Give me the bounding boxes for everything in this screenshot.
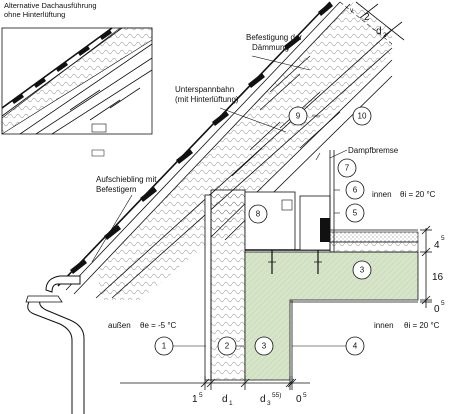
label-theta-out: θe = -5 °C xyxy=(140,321,177,330)
label-unterspannbahn-line1: Unterspannbahn xyxy=(175,85,234,94)
svg-text:3: 3 xyxy=(262,342,267,351)
svg-text:5: 5 xyxy=(353,209,358,218)
dim-0-5-main: 0 xyxy=(296,394,302,405)
dim-0-5-right-sup: 5 xyxy=(441,300,445,307)
dim-16: 16 xyxy=(432,272,444,283)
bubble-1: 1 xyxy=(154,336,174,356)
inset-title-line1: Alternative Dachausführung xyxy=(4,1,97,10)
right-dimension-chain: 4 5 16 0 5 xyxy=(420,225,445,315)
svg-text:2: 2 xyxy=(225,342,230,351)
label-theta-lower: θi = 20 °C xyxy=(404,321,440,330)
roof-assembly xyxy=(57,1,393,300)
bubble-7: 7 xyxy=(337,158,357,178)
svg-text:6: 6 xyxy=(353,186,358,195)
gutter xyxy=(25,275,85,414)
dim-top-v: v xyxy=(350,7,354,14)
dim-4-5-sup: 5 xyxy=(441,235,445,242)
roof-tile-line xyxy=(57,1,331,287)
dim-0-5-right-main: 0 xyxy=(434,304,440,315)
dim-d1-sub: 1 xyxy=(229,400,233,407)
bubble-8: 8 xyxy=(248,204,268,224)
roof-tiles xyxy=(70,2,333,274)
floor-buildup xyxy=(329,229,419,253)
label-theta-upper: θi = 20 °C xyxy=(400,190,436,199)
bubble-9: 9 xyxy=(288,106,308,126)
top-dimension: v 2 d 2 xyxy=(350,1,405,41)
dim-d3-note: 55) xyxy=(272,392,281,399)
inset-detail: Alternative Dachausführung ohne Hinterlü… xyxy=(1,1,153,157)
label-aufschiebling-line2: Befestigern xyxy=(96,185,136,194)
dim-1-5-sup: 5 xyxy=(199,392,203,399)
label-befestigung-line1: Befestigung der xyxy=(246,33,302,42)
bottom-dimension-chain: 1 5 d 1 d 3 55) 0 5 xyxy=(120,376,310,407)
dim-d1-main: d xyxy=(222,394,228,405)
label-dampfbremse: Dampfbremse xyxy=(348,146,399,155)
label-unterspannbahn-line2: (mit Hinterlüftung) xyxy=(175,95,239,104)
bubble-4: 4 xyxy=(345,336,365,356)
dim-top-d2-sub: 2 xyxy=(383,32,387,39)
dim-d3-sub: 3 xyxy=(267,400,271,407)
label-befestigung-line2: Dämmung xyxy=(252,43,289,52)
svg-text:3: 3 xyxy=(360,266,365,275)
inset-roof-layers xyxy=(1,27,153,157)
leader-lines xyxy=(91,55,348,347)
dim-0-5-sup: 5 xyxy=(303,392,307,399)
svg-text:4: 4 xyxy=(353,342,358,351)
bubble-10: 10 xyxy=(352,106,372,126)
svg-text:1: 1 xyxy=(162,342,167,351)
dim-1-5-main: 1 xyxy=(192,394,198,405)
label-aussen: außen xyxy=(108,321,131,330)
inset-title-line2: ohne Hinterlüftung xyxy=(4,10,65,19)
label-aufschiebling-line1: Aufschiebling mit xyxy=(96,175,157,184)
svg-text:8: 8 xyxy=(256,210,261,219)
svg-text:10: 10 xyxy=(358,112,367,121)
bubble-2: 2 xyxy=(217,336,237,356)
dim-top-2: 2 xyxy=(364,12,370,23)
dim-top-d2-main: d xyxy=(376,26,382,37)
bubble-5: 5 xyxy=(345,203,365,223)
dim-d3-main: d xyxy=(260,394,266,405)
svg-text:7: 7 xyxy=(345,164,350,173)
bubble-6: 6 xyxy=(345,180,365,200)
label-innen-upper: innen xyxy=(372,190,392,199)
dim-4-5-main: 4 xyxy=(434,240,440,251)
bubble-3: 3 xyxy=(254,336,274,356)
label-innen-lower: innen xyxy=(374,321,394,330)
exterior-wall xyxy=(204,189,419,381)
bubble-3-slab: 3 xyxy=(352,260,372,280)
svg-text:9: 9 xyxy=(296,112,301,121)
